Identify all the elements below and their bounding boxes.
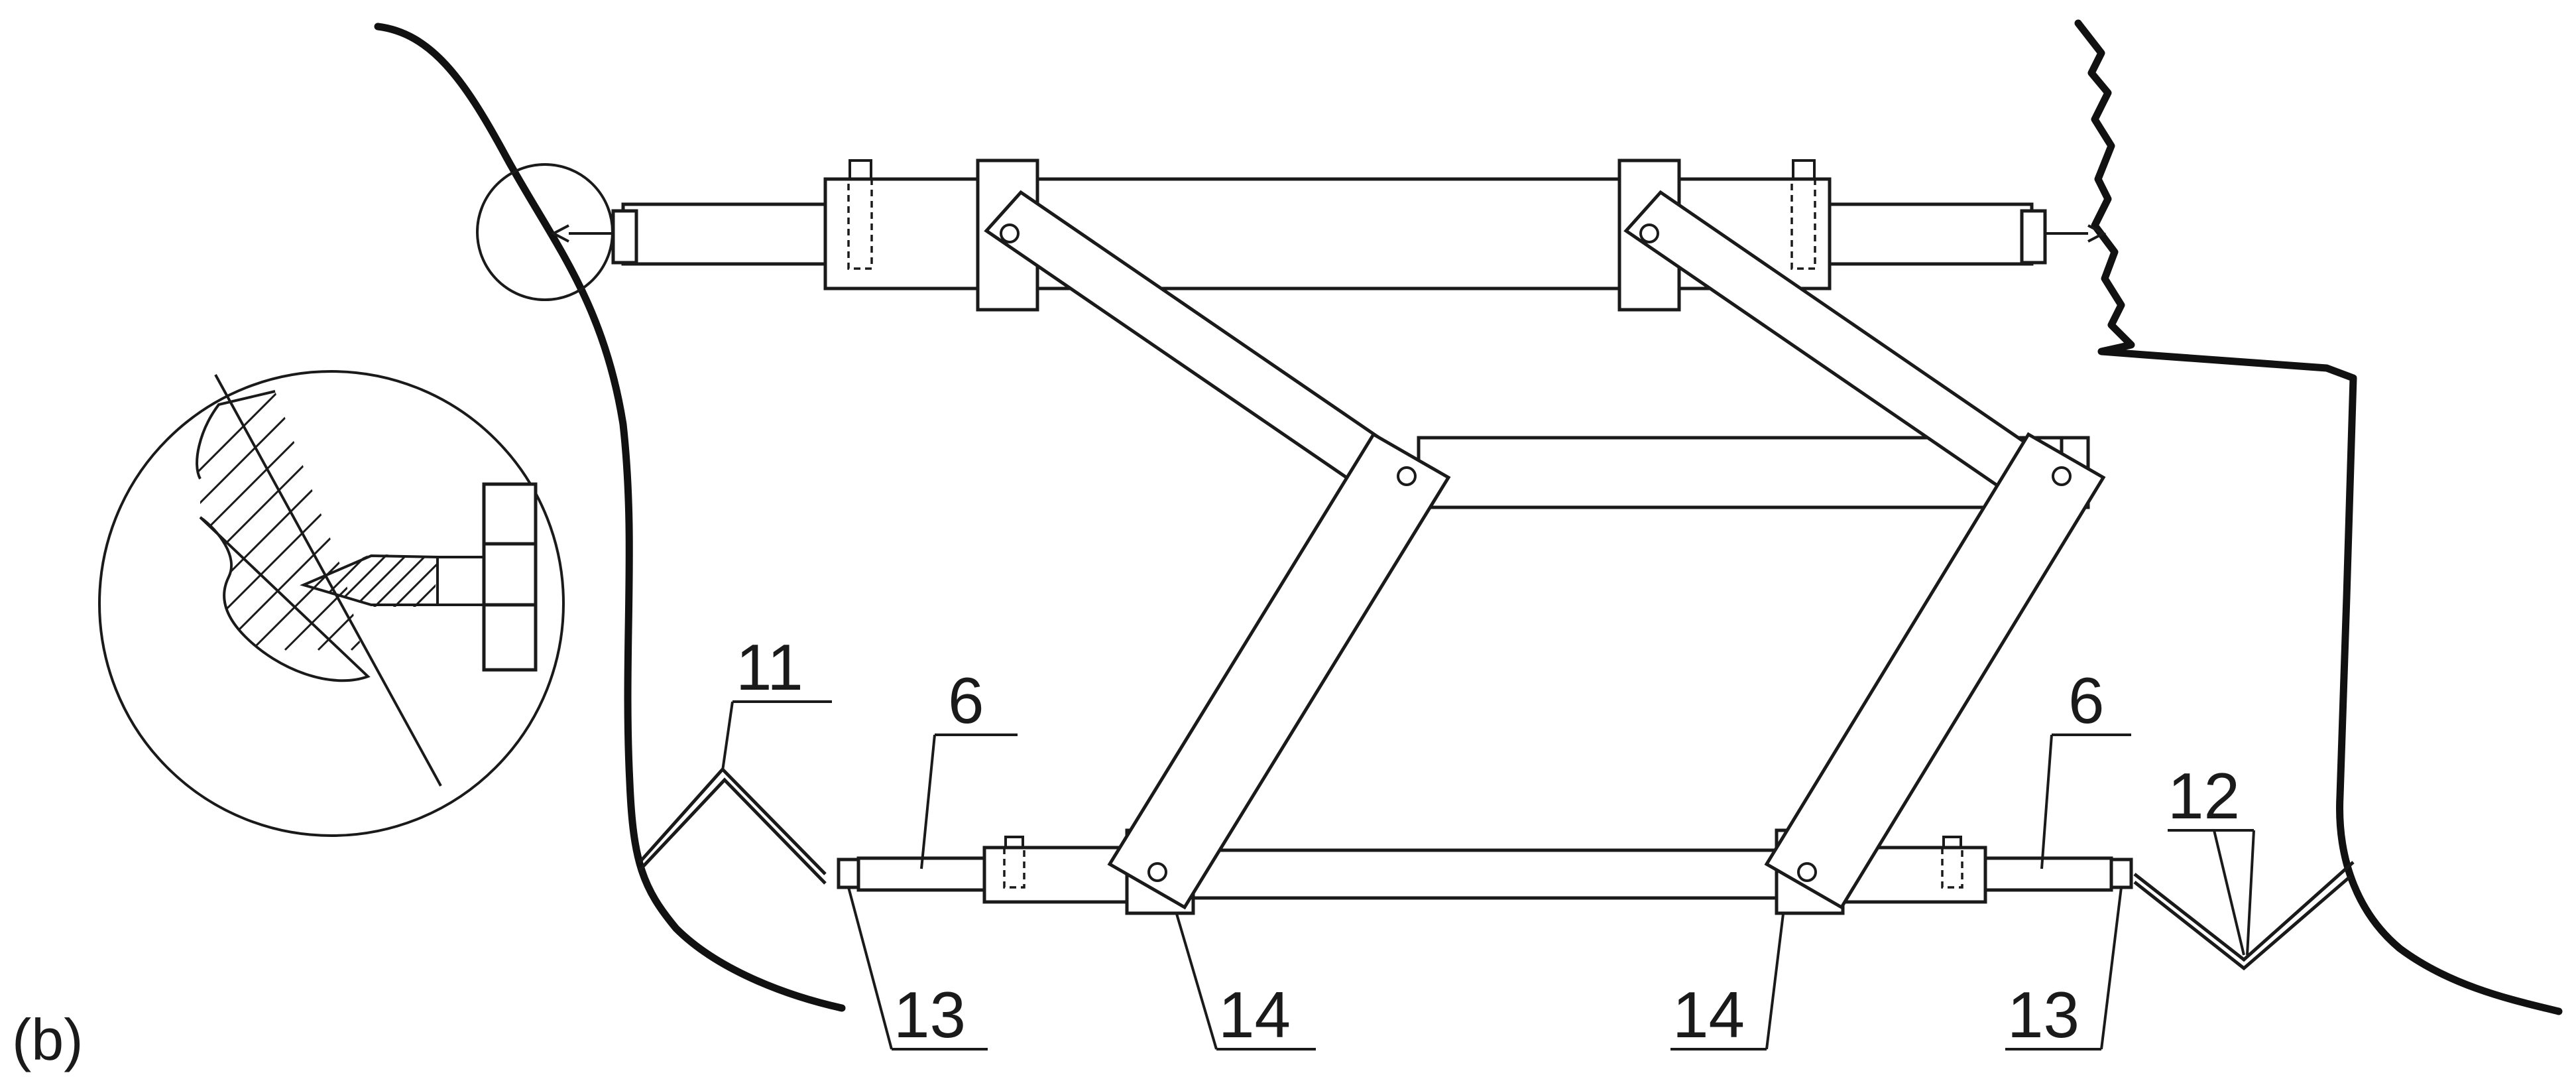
lower-right-link [1764, 432, 2106, 910]
bolt-tip-hatch [310, 554, 438, 607]
rock-face-line [214, 374, 442, 787]
end-nut-right [2109, 858, 2133, 889]
detail-inset [98, 370, 565, 837]
callout-13-right: 13 [2007, 978, 2079, 1051]
rock-wall-right [2074, 19, 2563, 1015]
spring-wire-right [2133, 861, 2355, 971]
callout-11: 11 [736, 631, 803, 704]
callout-14-left: 14 [1218, 978, 1291, 1051]
callout-14-right: 14 [1672, 978, 1745, 1051]
callout-12: 12 [2168, 759, 2240, 832]
callout-6-right: 6 [2068, 664, 2105, 737]
end-nut-left [837, 858, 860, 889]
rock-wall-left [374, 23, 846, 1012]
upper-strut [550, 159, 2107, 312]
spring-wire-left [638, 767, 827, 885]
callout-13-left: 13 [894, 978, 966, 1051]
lower-left-link [1107, 432, 1451, 910]
figure-label: (b) [12, 1007, 84, 1072]
leader-lines [721, 700, 2255, 1051]
callout-6-left: 6 [948, 664, 984, 737]
lower-strut [842, 828, 2128, 915]
